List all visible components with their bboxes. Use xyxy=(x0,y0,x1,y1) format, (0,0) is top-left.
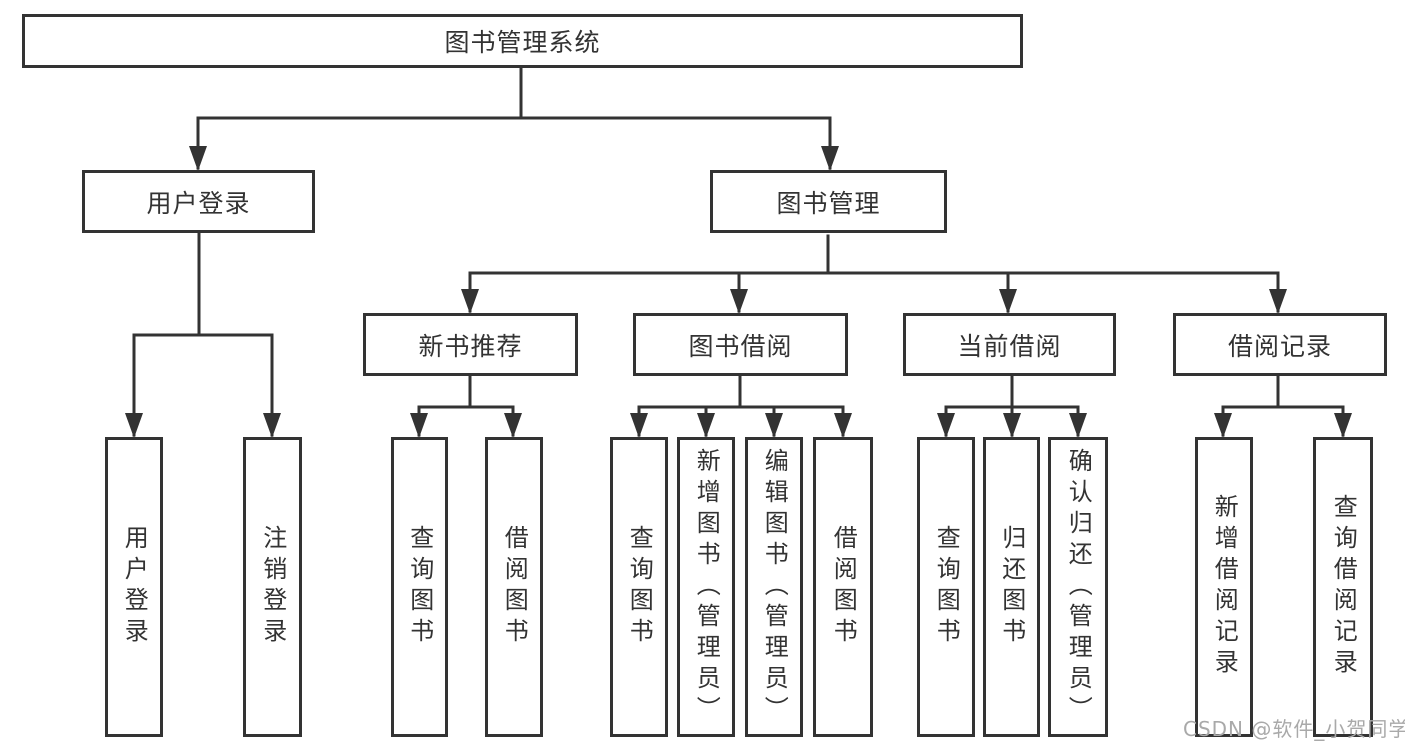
tree-connectors xyxy=(132,66,1345,437)
leaf-query-books-recommend: 查询图书 xyxy=(391,437,448,737)
node-book-management: 图书管理 xyxy=(710,170,947,233)
node-label: 用户登录 xyxy=(146,188,251,218)
leaf-edit-books-admin: 编辑图书（管理员） xyxy=(745,437,803,737)
node-library-management-system: 图书管理系统 xyxy=(22,14,1023,68)
node-current-borrow: 当前借阅 xyxy=(903,313,1116,376)
node-label: 图书管理系统 xyxy=(444,28,601,57)
node-label: 注销登录 xyxy=(258,525,287,649)
leaf-logout: 注销登录 xyxy=(243,437,302,737)
leaf-borrow-books-recommend: 借阅图书 xyxy=(485,437,543,737)
node-label: 归还图书 xyxy=(997,525,1026,649)
leaf-query-books-borrow: 查询图书 xyxy=(610,437,668,737)
node-label: 查询图书 xyxy=(625,525,654,649)
leaf-confirm-return-admin: 确认归还（管理员） xyxy=(1048,437,1108,737)
leaf-user-login: 用户登录 xyxy=(105,437,163,737)
node-user-login: 用户登录 xyxy=(82,170,315,233)
node-label: 确认归还（管理员） xyxy=(1064,447,1093,727)
node-label: 新书推荐 xyxy=(418,331,523,361)
leaf-query-books-current: 查询图书 xyxy=(917,437,975,737)
leaf-borrow-books: 借阅图书 xyxy=(813,437,873,737)
node-label: 用户登录 xyxy=(120,525,149,649)
leaf-query-borrow-record: 查询借阅记录 xyxy=(1313,437,1373,737)
node-label: 查询图书 xyxy=(405,525,434,649)
node-label: 图书管理 xyxy=(776,188,881,218)
node-label: 查询图书 xyxy=(932,525,961,649)
node-label: 编辑图书（管理员） xyxy=(760,447,789,727)
node-label: 借阅记录 xyxy=(1227,331,1332,361)
node-label: 查询借阅记录 xyxy=(1329,494,1358,680)
node-label: 借阅图书 xyxy=(829,525,858,649)
leaf-add-books-admin: 新增图书（管理员） xyxy=(677,437,735,737)
node-borrow-records: 借阅记录 xyxy=(1173,313,1387,376)
node-label: 借阅图书 xyxy=(500,525,529,649)
node-new-book-recommend: 新书推荐 xyxy=(363,313,578,376)
leaf-add-borrow-record: 新增借阅记录 xyxy=(1195,437,1253,737)
arrowheads xyxy=(125,146,1352,438)
leaf-return-books: 归还图书 xyxy=(983,437,1040,737)
node-label: 新增借阅记录 xyxy=(1210,494,1239,680)
node-book-borrow: 图书借阅 xyxy=(633,313,848,376)
csdn-watermark: CSDN @软件_小贺同学 xyxy=(1183,717,1405,741)
node-label: 当前借阅 xyxy=(957,331,1062,361)
node-label: 新增图书（管理员） xyxy=(692,447,721,727)
node-label: 图书借阅 xyxy=(688,331,793,361)
